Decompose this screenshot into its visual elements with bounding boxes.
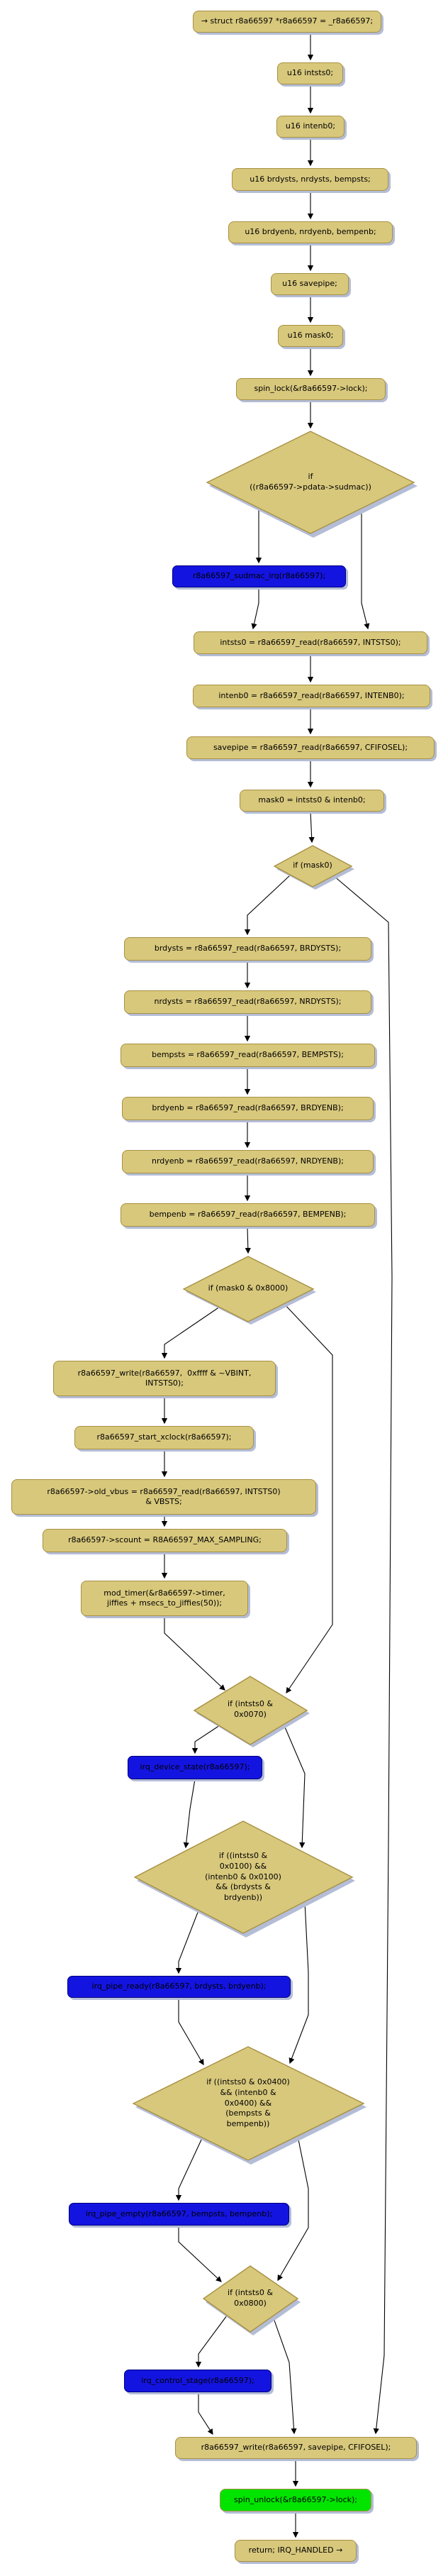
node-write-vbint-clear: r8a66597_write(r8a66597, 0xffff & ~VBINT… xyxy=(53,1361,276,1396)
cond-sudmac-label: if ((r8a66597->pdata->sudmac)) xyxy=(250,472,371,492)
cond-pipe-empty-label: if ((intsts0 & 0x0400) && (intenb0 & 0x0… xyxy=(206,2077,290,2129)
cond-device-state-label: if (intsts0 & 0x0070) xyxy=(228,1699,273,1719)
cond-pipe-empty: if ((intsts0 & 0x0400) && (intenb0 & 0x0… xyxy=(133,2046,368,2166)
node-read-bempsts: bempsts = r8a66597_read(r8a66597, BEMPST… xyxy=(121,1044,375,1067)
node-decl-mask0: u16 mask0; xyxy=(278,325,343,347)
node-calc-mask0: mask0 = intsts0 & intenb0; xyxy=(240,790,384,812)
node-read-brdyenb: brdyenb = r8a66597_read(r8a66597, BRDYEN… xyxy=(122,1097,374,1120)
cond-mask0: if (mask0) xyxy=(274,845,356,891)
cond-control-stage-label: if (intsts0 & 0x0800) xyxy=(228,2288,273,2308)
node-read-intenb0: intenb0 = r8a66597_read(r8a66597, INTENB… xyxy=(193,685,430,707)
node-decl-enable-vars: u16 brdyenb, nrdyenb, bempenb; xyxy=(228,221,393,243)
node-read-intsts0: intsts0 = r8a66597_read(r8a66597, INTSTS… xyxy=(194,631,427,654)
node-call-mod-timer: mod_timer(&r8a66597->timer, jiffies + ms… xyxy=(81,1581,248,1616)
edge xyxy=(251,587,259,630)
cond-pipe-ready-label: if ((intsts0 & 0x0100) && (intenb0 & 0x0… xyxy=(205,1850,281,1903)
cond-sudmac: if ((r8a66597->pdata->sudmac)) xyxy=(206,431,419,539)
diamond-shape xyxy=(203,2265,301,2335)
edge xyxy=(308,811,315,844)
node-decl-status-vars: u16 brdysts, nrdysts, bempsts; xyxy=(232,168,388,191)
node-read-brdysts: brdysts = r8a66597_read(r8a66597, BRDYST… xyxy=(124,937,371,961)
node-write-restore-fifosel: r8a66597_write(r8a66597, savepipe, CFIFO… xyxy=(175,2437,417,2459)
node-decl-intenb0: u16 intenb0; xyxy=(276,116,345,138)
node-spin-lock: spin_lock(&r8a66597->lock); xyxy=(236,378,386,400)
node-read-nrdyenb: nrdyenb = r8a66597_read(r8a66597, NRDYEN… xyxy=(122,1150,374,1173)
edge xyxy=(245,1226,251,1254)
diamond-shape xyxy=(133,2046,366,2165)
node-call-irq-control-stage: irq_control_stage(r8a66597); xyxy=(124,2370,271,2392)
node-read-bempenb: bempenb = r8a66597_read(r8a66597, BEMPEN… xyxy=(121,1203,375,1227)
node-call-sudmac-irq: r8a66597_sudmac_irq(r8a66597); xyxy=(172,565,346,587)
diamond-shape xyxy=(134,1820,355,1937)
node-call-start-xclock: r8a66597_start_xclock(r8a66597); xyxy=(74,1426,254,1449)
node-call-irq-device-state: irq_device_state(r8a66597); xyxy=(128,1756,262,1779)
cond-device-state: if (intsts0 & 0x0070) xyxy=(194,1676,311,1749)
cond-pipe-ready: if ((intsts0 & 0x0100) && (intenb0 & 0x0… xyxy=(134,1820,357,1939)
node-call-irq-pipe-empty: irq_pipe_empty(r8a66597, bempsts, bempen… xyxy=(69,2203,289,2226)
node-entry-params: → struct r8a66597 *r8a66597 = _r8a66597; xyxy=(193,11,381,33)
node-set-old-vbus: r8a66597->old_vbus = r8a66597_read(r8a66… xyxy=(11,1479,316,1515)
node-call-spin-unlock: spin_unlock(&r8a66597->lock); xyxy=(220,2489,371,2511)
node-read-nrdysts: nrdysts = r8a66597_read(r8a66597, NRDYST… xyxy=(124,990,371,1014)
edge xyxy=(198,2392,213,2436)
cond-vbus-int: if (mask0 & 0x8000) xyxy=(183,1256,318,1326)
diamond-shape xyxy=(274,845,354,890)
cond-mask0-label: if (mask0) xyxy=(293,860,332,870)
node-call-irq-pipe-ready: irq_pipe_ready(r8a66597, brdysts, brdyen… xyxy=(67,1976,291,1998)
node-decl-intsts0: u16 intsts0; xyxy=(277,62,343,84)
cond-vbus-int-label: if (mask0 & 0x8000) xyxy=(208,1283,289,1293)
node-decl-savepipe: u16 savepipe; xyxy=(271,273,349,295)
diamond-shape xyxy=(194,1676,310,1747)
diamond-shape xyxy=(183,1256,316,1325)
node-set-scount: r8a66597->scount = R8A66597_MAX_SAMPLING… xyxy=(43,1529,287,1552)
cond-control-stage: if (intsts0 & 0x0800) xyxy=(203,2265,302,2337)
node-read-savepipe: savepipe = r8a66597_read(r8a66597, CFIFO… xyxy=(186,736,435,759)
diamond-shape xyxy=(206,431,418,538)
node-exit-return: return; IRQ_HANDLED → xyxy=(235,2540,357,2562)
